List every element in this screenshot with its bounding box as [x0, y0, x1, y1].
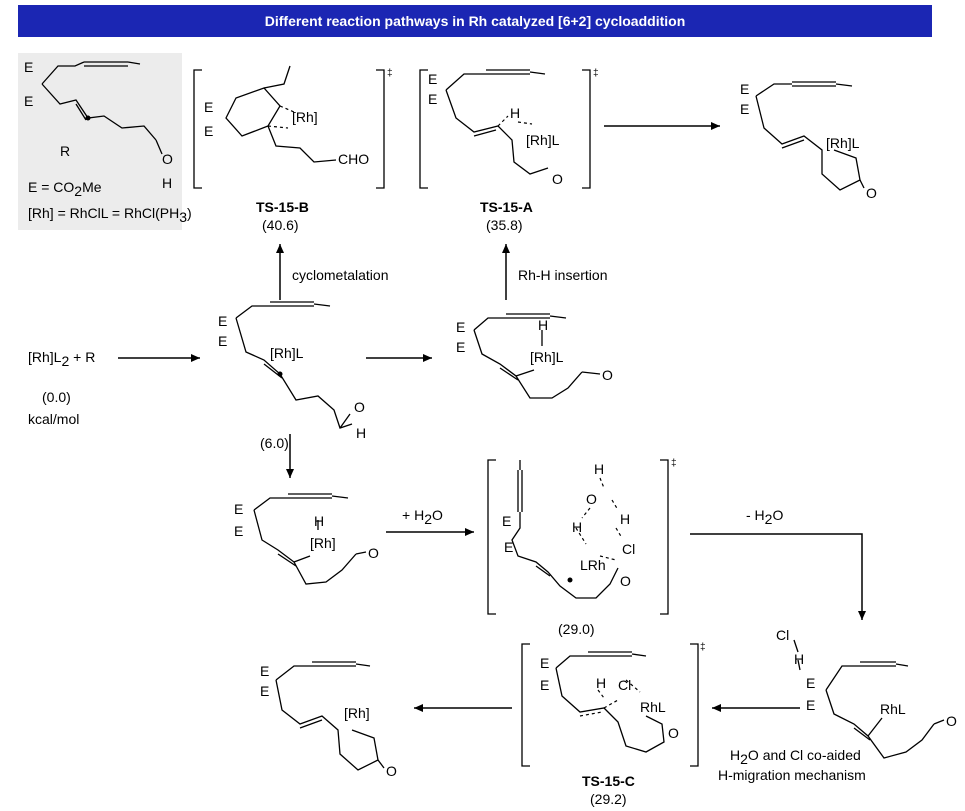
ts-15-b-structure: ‡ [Rh] CHO E E TS-15-B (40.6) [193, 65, 393, 233]
ester-group-label: E [806, 675, 815, 691]
hydrogen-label: H [314, 513, 324, 529]
rh-label: [Rh] [310, 535, 336, 551]
ts-label: TS-15-A [480, 199, 533, 215]
rh-label: RhL [640, 699, 666, 715]
product-top-right: [Rh]L O E E [740, 81, 877, 201]
ester-group-label: E [260, 663, 269, 679]
remove-water-label: - H2O [746, 507, 783, 527]
ts-29-0-structure: ‡ H O H H Cl LRh O E E (29.0) [487, 458, 677, 637]
oxygen-label: O [386, 763, 397, 779]
add-water-label: + H2O [402, 507, 443, 527]
rh-label: RhL [880, 701, 906, 717]
hcl-intermediate: Cl H RhL O E E [776, 627, 957, 759]
hydrogen-label: H [538, 317, 548, 333]
hydride-intermediate: H [Rh]L O E E [456, 313, 613, 399]
intermediate-energy: (6.0) [260, 435, 289, 451]
rh-label: [Rh] [292, 109, 318, 125]
ts-energy: (29.2) [590, 791, 627, 807]
chlorine-label: Cl [776, 627, 789, 643]
ts-energy: (40.6) [262, 217, 299, 233]
chlorine-label: Cl [618, 677, 631, 693]
coaided-note-line2: H-migration mechanism [718, 767, 866, 783]
ester-group-label: E [456, 339, 465, 355]
double-dagger-mark: ‡ [593, 68, 599, 79]
oxygen-label: O [354, 399, 365, 415]
double-dagger-mark: ‡ [387, 68, 393, 79]
substrate-R-structure: E E O H R [24, 59, 173, 191]
ester-group-label: E [218, 313, 227, 329]
title-banner: Different reaction pathways in Rh cataly… [18, 5, 932, 37]
ester-group-label: E [218, 333, 227, 349]
product-bottom-left: [Rh] O E E [260, 661, 397, 779]
ester-group-label: E [234, 523, 243, 539]
cyclometalation-label: cyclometalation [292, 267, 389, 283]
ts-label: TS-15-C [582, 773, 635, 789]
ester-group-label: E [260, 683, 269, 699]
ester-group-label: E [204, 99, 213, 115]
ts-label: TS-15-B [256, 199, 309, 215]
double-dagger-mark: ‡ [700, 642, 706, 653]
ester-group-label: E [428, 91, 437, 107]
ester-group-label: E [234, 501, 243, 517]
oxygen-label: O [668, 725, 679, 741]
ester-group-label: E [502, 513, 511, 529]
rh-h-insertion-label: Rh-H insertion [518, 267, 607, 283]
coaided-note-line1: H2O and Cl co-aided [730, 747, 861, 767]
oxygen-label: O [162, 151, 173, 167]
ester-group-label: E [456, 319, 465, 335]
oxygen-label: O [620, 573, 631, 589]
legend-box [18, 53, 182, 230]
hydrogen-label: H [620, 511, 630, 527]
ester-group-label: E [540, 655, 549, 671]
hydrogen-label: H [162, 175, 172, 191]
catalyst-plus-R: [Rh]L2 + R [28, 349, 95, 369]
rh-label: [Rh]L [530, 349, 564, 365]
rh-label: LRh [580, 557, 606, 573]
ester-group-label: E [504, 539, 513, 555]
ts-15-a-structure: ‡ H [Rh]L O E E TS-15-A (35.8) [419, 68, 599, 233]
hydrogen-label: H [794, 651, 804, 667]
substrate-R-label: R [60, 143, 70, 159]
rh-label: [Rh]L [526, 132, 560, 148]
ester-group-label: E [806, 697, 815, 713]
oxygen-label: O [586, 491, 597, 507]
hydrogen-label: H [510, 105, 520, 121]
chlorine-label: Cl [622, 541, 635, 557]
ts-energy: (29.0) [558, 621, 595, 637]
hydrogen-label: H [572, 519, 582, 535]
energy-unit: kcal/mol [28, 411, 79, 427]
rh-label: [Rh]L [826, 135, 860, 151]
ester-group-label: E [24, 93, 33, 109]
intermediate-6-0: [Rh]L O H E E (6.0) [218, 301, 366, 451]
oxygen-label: O [552, 171, 563, 187]
reactant-energy: (0.0) [42, 389, 71, 405]
ester-group-label: E [24, 59, 33, 75]
oxygen-label: O [946, 713, 957, 729]
ts-energy: (35.8) [486, 217, 523, 233]
ester-group-label: E [204, 123, 213, 139]
scheme-title: Different reaction pathways in Rh cataly… [264, 13, 686, 29]
ester-group-label: E [428, 71, 437, 87]
rh-label: [Rh]L [270, 345, 304, 361]
hydrogen-label: H [596, 675, 606, 691]
double-dagger-mark: ‡ [671, 458, 677, 469]
rh-label: [Rh] [344, 705, 370, 721]
ester-group-label: E [740, 101, 749, 117]
Rh-definition: [Rh] = RhClL = RhCl(PH3) [28, 205, 192, 225]
aldehyde-label: CHO [338, 151, 369, 167]
hydrogen-label: H [356, 425, 366, 441]
reactant-group: [Rh]L2 + R (0.0) kcal/mol [28, 349, 95, 427]
ester-group-label: E [540, 677, 549, 693]
arrow-remove-water [690, 533, 866, 620]
hydrogen-label: H [594, 461, 604, 477]
oxygen-label: O [866, 185, 877, 201]
ts-15-c-structure: ‡ H Cl RhL O E E TS-15-C (29.2) [521, 642, 706, 807]
oxygen-label: O [602, 367, 613, 383]
hydride-intermediate-2: H [Rh] O E E [234, 493, 379, 585]
E-definition: E = CO2Me [28, 179, 102, 199]
oxygen-label: O [368, 545, 379, 561]
ester-group-label: E [740, 81, 749, 97]
